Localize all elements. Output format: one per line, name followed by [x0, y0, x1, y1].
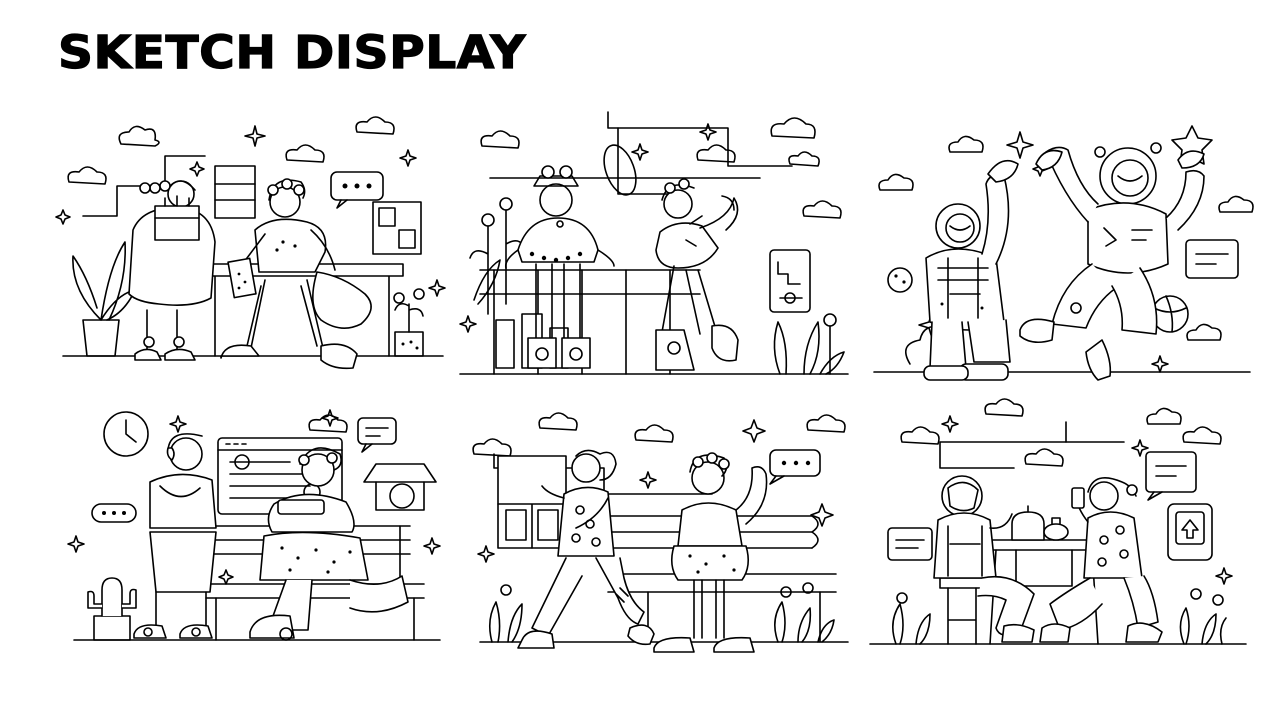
- page-title: SKETCH DISPLAY: [57, 26, 527, 79]
- illustration-2-drawing: [460, 104, 855, 382]
- illustration-4[interactable]: [60, 408, 455, 654]
- illustration-6-drawing: [866, 416, 1260, 654]
- illustration-1-drawing: [55, 110, 455, 390]
- illustration-1[interactable]: [55, 110, 455, 390]
- illustration-2[interactable]: [460, 104, 855, 382]
- illustration-6[interactable]: [866, 416, 1260, 654]
- illustration-5-drawing: [468, 412, 858, 662]
- illustration-3[interactable]: [870, 118, 1260, 396]
- illustration-3-drawing: [870, 118, 1260, 396]
- illustration-4-drawing: [60, 408, 455, 654]
- illustration-5[interactable]: [468, 412, 858, 662]
